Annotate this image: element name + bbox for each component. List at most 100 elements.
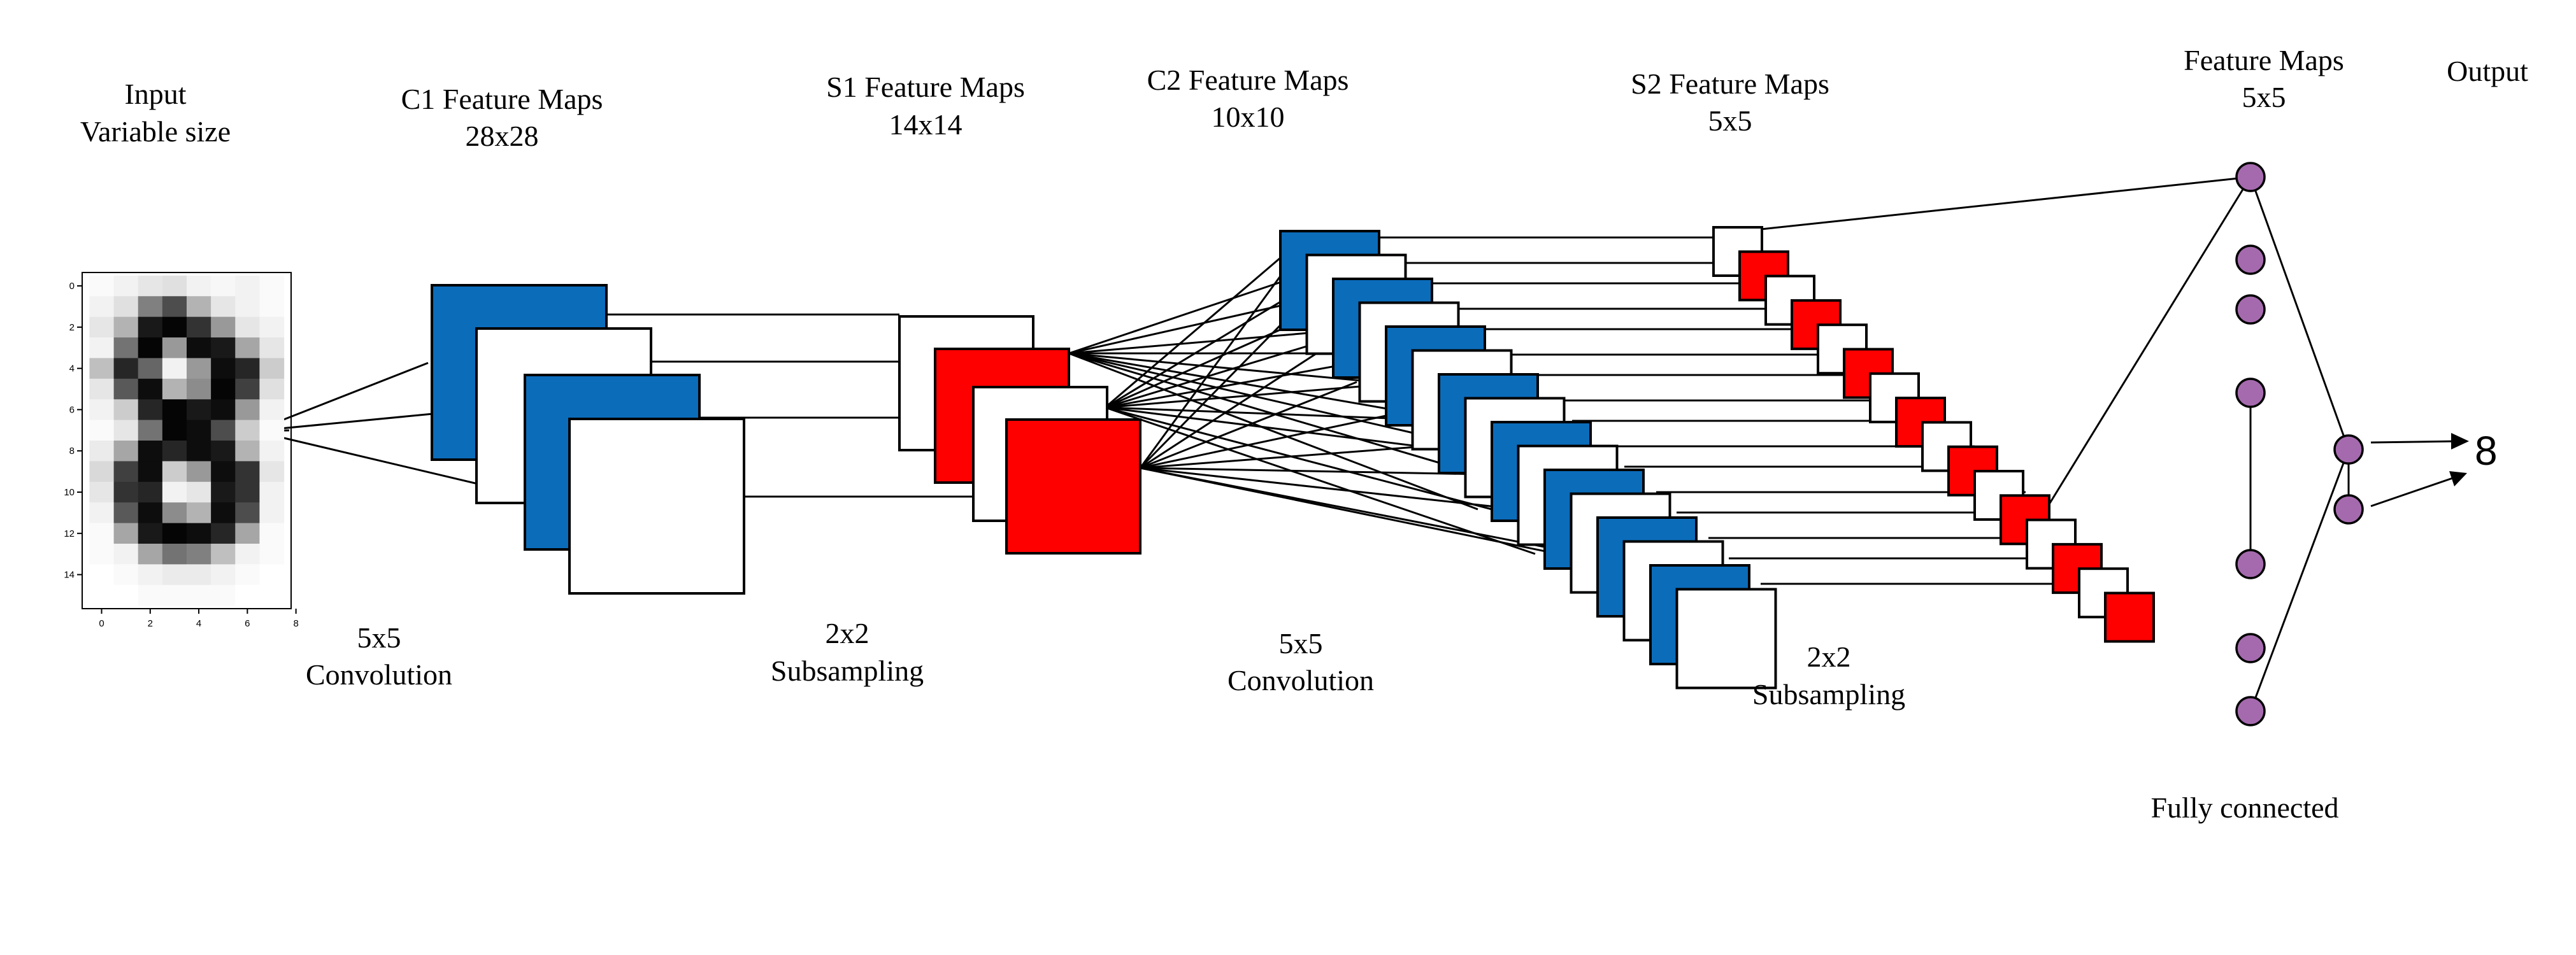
image-pixel: [259, 399, 285, 421]
image-pixel: [162, 461, 187, 483]
image-pixel: [211, 358, 236, 379]
conv-line: [1139, 267, 1288, 469]
conv-line: [1139, 298, 1307, 469]
x-tick-label: 2: [148, 618, 153, 629]
image-pixel: [138, 296, 163, 318]
image-pixel: [187, 378, 211, 400]
image-pixel: [138, 461, 163, 483]
c2-size: 10x10: [1212, 101, 1285, 133]
output-node: [2333, 434, 2364, 465]
y-tick-label: 0: [69, 281, 75, 292]
image-pixel: [162, 420, 187, 441]
image-pixel: [138, 420, 163, 441]
input-title: Input: [124, 78, 186, 110]
image-pixel: [259, 378, 285, 400]
image-pixel: [211, 523, 236, 544]
conv-line: [1105, 406, 1440, 421]
image-pixel: [162, 358, 187, 379]
image-pixel: [259, 316, 285, 338]
image-pixel: [138, 564, 163, 586]
y-tick-label: 12: [64, 528, 75, 539]
image-frame: [82, 272, 292, 609]
fc-node: [2235, 696, 2266, 726]
image-pixel: [138, 502, 163, 524]
image-pixel: [162, 502, 187, 524]
image-pixel: [187, 543, 211, 565]
image-pixel: [187, 584, 211, 606]
image-pixel: [89, 481, 115, 503]
x-tick-label: 4: [196, 618, 201, 629]
c2-map: [1675, 588, 1777, 690]
image-pixel: [113, 399, 139, 421]
op3-kernel: 5x5: [1279, 627, 1323, 660]
image-pixel: [113, 296, 139, 318]
image-pixel: [89, 420, 115, 441]
c1-size: 28x28: [466, 120, 539, 152]
fc-line: [2045, 176, 2252, 510]
image-pixel: [89, 378, 115, 400]
op2-kernel: 2x2: [826, 617, 869, 649]
image-pixel: [235, 420, 261, 441]
y-tick-label: 14: [64, 570, 75, 581]
fully-connected-label: Fully connected: [2150, 791, 2338, 824]
image-pixel: [89, 316, 115, 338]
image-pixel: [259, 481, 285, 503]
image-pixel: [89, 358, 115, 379]
image-pixel: [162, 337, 187, 359]
image-pixel: [138, 481, 163, 503]
fm-size: 5x5: [2242, 81, 2286, 113]
s2-title: S2 Feature Maps: [1631, 67, 1829, 100]
image-pixel: [113, 275, 139, 297]
input-size: Variable size: [80, 115, 231, 148]
image-pixel: [211, 543, 236, 565]
image-pixel: [138, 543, 163, 565]
image-pixel: [113, 523, 139, 544]
image-pixel: [235, 358, 261, 379]
fc-line: [1761, 176, 2251, 230]
s1-size: 14x14: [889, 108, 962, 141]
y-tick-label: 6: [69, 404, 75, 415]
image-pixel: [138, 441, 163, 462]
image-pixel: [211, 378, 236, 400]
c1-map: [568, 418, 745, 595]
image-pixel: [235, 378, 261, 400]
image-pixel: [162, 399, 187, 421]
fm-title: Feature Maps: [2184, 44, 2344, 76]
y-tick-label: 2: [69, 322, 75, 333]
image-pixel: [138, 316, 163, 338]
op1-name: Convolution: [306, 658, 452, 691]
fc-node: [2235, 244, 2266, 275]
conv-line: [1140, 467, 1485, 476]
conv-line: [1105, 257, 1281, 409]
image-pixel: [162, 296, 187, 318]
image-pixel: [138, 275, 163, 297]
image-pixel: [211, 481, 236, 503]
image-pixel: [187, 502, 211, 524]
image-pixel: [259, 564, 285, 586]
s1-title: S1 Feature Maps: [826, 71, 1025, 103]
image-pixel: [187, 296, 211, 318]
output-arrow-top: [2370, 440, 2458, 444]
image-pixel: [235, 502, 261, 524]
image-pixel: [211, 275, 236, 297]
output-arrowhead-bottom: [2449, 471, 2467, 486]
image-pixel: [235, 543, 261, 565]
image-pixel: [89, 502, 115, 524]
image-pixel: [187, 461, 211, 483]
op4-kernel: 2x2: [1807, 640, 1851, 673]
image-pixel: [259, 275, 285, 297]
fc-node: [2235, 162, 2266, 192]
image-pixel: [211, 296, 236, 318]
image-pixel: [259, 523, 285, 544]
image-pixel: [162, 543, 187, 565]
image-pixel: [259, 337, 285, 359]
image-pixel: [138, 378, 163, 400]
image-pixel: [113, 420, 139, 441]
image-pixel: [138, 523, 163, 544]
y-tick-label: 10: [64, 487, 75, 498]
image-pixel: [259, 584, 285, 606]
conv-line: [1068, 352, 1428, 437]
